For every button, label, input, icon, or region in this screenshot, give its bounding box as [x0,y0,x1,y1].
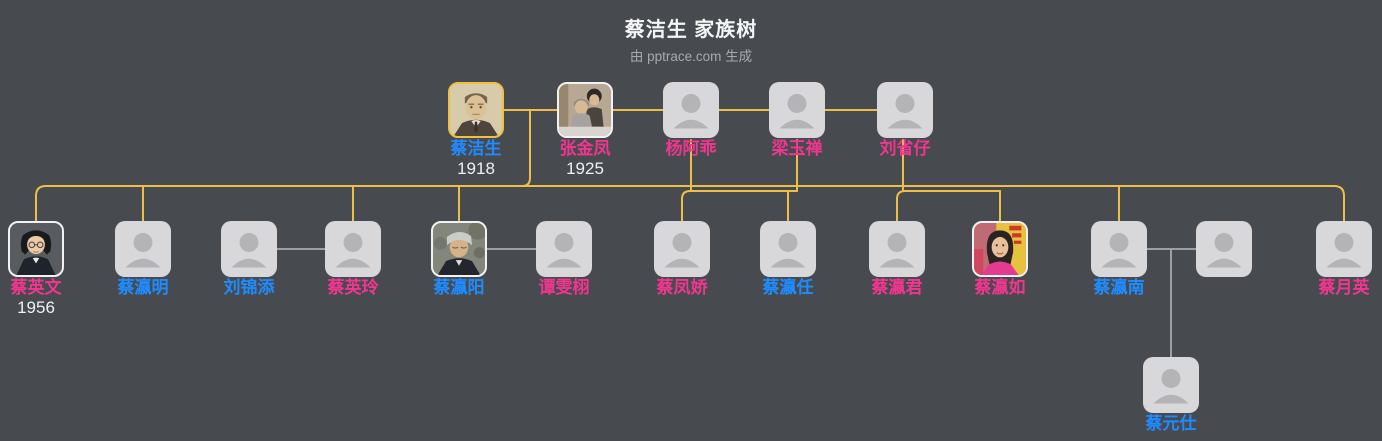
person-node-cai-yingwen[interactable]: 蔡英文 1956 [0,221,76,317]
person-node-cai-yingling[interactable]: 蔡英玲 [313,221,393,298]
person-node-tan-wenxu[interactable]: 谭雯栩 [524,221,604,298]
person-name[interactable]: 刘省仔 [879,139,931,158]
person-node-cai-yingming[interactable]: 蔡瀛明 [103,221,183,298]
person-placeholder-icon [1101,233,1137,268]
person-placeholder-icon [231,233,267,268]
person-birth-year: 1956 [17,297,55,317]
person-placeholder-icon [335,233,371,268]
person-name[interactable]: 谭雯栩 [538,278,590,297]
person-node-cai-yingyang[interactable]: 蔡瀛阳 [419,221,499,298]
person-node-liu-jintian[interactable]: 刘锦添 [209,221,289,298]
person-name[interactable]: 蔡英文 [10,278,62,297]
photo-zhang-jinfeng[interactable] [557,82,613,138]
person-node-cai-yingren[interactable]: 蔡瀛任 [748,221,828,298]
person-name[interactable]: 蔡瀛任 [762,278,814,297]
person-placeholder-icon [779,94,815,129]
person-node-cai-yingru[interactable]: 蔡瀛如 [960,221,1040,298]
photo-cai-jiesheng[interactable] [448,82,504,138]
person-placeholder-icon [1153,369,1189,404]
avatar-placeholder[interactable] [760,221,816,277]
portrait-grayhair-man [433,223,485,275]
avatar-placeholder[interactable] [221,221,277,277]
photo-cai-yingwen[interactable] [8,221,64,277]
person-name[interactable]: 蔡瀛明 [117,278,169,297]
photo-cai-yingyang[interactable] [431,221,487,277]
avatar-placeholder[interactable] [663,82,719,138]
person-placeholder-icon [770,233,806,268]
generator-credit: 由 pptrace.com 生成 [629,49,753,64]
person-name[interactable]: 蔡瀛阳 [433,278,485,297]
person-name[interactable]: 蔡凤娇 [656,278,708,297]
person-name[interactable]: 张金凤 [559,139,611,158]
person-placeholder-icon [879,233,915,268]
avatar-placeholder[interactable] [877,82,933,138]
person-node-cai-jiesheng[interactable]: 蔡洁生 1918 [436,82,516,178]
person-name[interactable]: 蔡英玲 [327,278,379,297]
person-placeholder-icon [1326,233,1362,268]
avatar-placeholder[interactable] [115,221,171,277]
person-placeholder-icon [673,94,709,129]
person-name[interactable]: 蔡洁生 [450,139,502,158]
person-name[interactable]: 刘锦添 [223,278,275,297]
person-name[interactable]: 蔡瀛南 [1093,278,1145,297]
person-node-zhang-jinfeng[interactable]: 张金凤 1925 [545,82,625,178]
person-placeholder-icon [125,233,161,268]
page-title: 蔡洁生 家族树 [624,19,758,41]
person-placeholder-icon [546,233,582,268]
portrait-sepia-man [450,84,502,136]
portrait-woman-glasses [10,223,62,275]
avatar-placeholder[interactable] [1316,221,1372,277]
person-node-cai-yuanshi[interactable]: 蔡元仕 [1131,357,1211,434]
person-node-liang-yuchan[interactable]: 梁玉禅 [757,82,837,159]
portrait-couple-indoor [559,84,611,136]
person-name[interactable]: 梁玉禅 [771,139,823,158]
person-name[interactable]: 蔡瀛君 [871,278,923,297]
person-node-unnamed-spouse[interactable] [1184,221,1264,279]
person-node-cai-fengjiao[interactable]: 蔡凤娇 [642,221,722,298]
person-placeholder-icon [887,94,923,129]
person-birth-year: 1925 [566,158,604,178]
person-node-cai-yueying[interactable]: 蔡月英 [1304,221,1382,298]
avatar-placeholder[interactable] [869,221,925,277]
person-placeholder-icon [664,233,700,268]
bloodline-connectors [35,109,1345,222]
person-name[interactable]: 蔡月英 [1318,278,1370,297]
avatar-placeholder[interactable] [1196,221,1252,277]
person-placeholder-icon [1206,233,1242,268]
person-node-liu-shengzai[interactable]: 刘省仔 [865,82,945,159]
avatar-placeholder[interactable] [1091,221,1147,277]
avatar-placeholder[interactable] [769,82,825,138]
avatar-placeholder[interactable] [1143,357,1199,413]
avatar-placeholder[interactable] [325,221,381,277]
person-node-yang-aguai[interactable]: 杨阿乖 [651,82,731,159]
person-birth-year: 1918 [457,158,495,178]
person-name[interactable]: 蔡瀛如 [974,278,1026,297]
portrait-woman-campaign [974,223,1026,275]
person-name[interactable]: 蔡元仕 [1145,414,1197,433]
avatar-placeholder[interactable] [536,221,592,277]
person-name[interactable]: 杨阿乖 [665,139,717,158]
person-node-cai-yingjun[interactable]: 蔡瀛君 [857,221,937,298]
person-node-cai-yingnan[interactable]: 蔡瀛南 [1079,221,1159,298]
spouse-connectors [276,248,1197,358]
photo-cai-yingru[interactable] [972,221,1028,277]
avatar-placeholder[interactable] [654,221,710,277]
